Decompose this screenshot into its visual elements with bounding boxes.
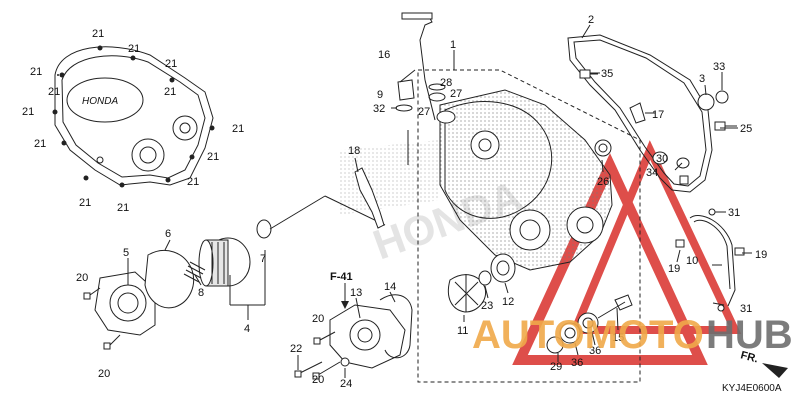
callout-21d: 21 — [30, 66, 42, 78]
callout-31a: 31 — [728, 207, 740, 219]
oil-filter — [198, 237, 251, 287]
spring — [183, 261, 206, 283]
callout-13: 13 — [350, 287, 362, 299]
callout-36b: 36 — [589, 345, 601, 357]
callout-5: 5 — [123, 247, 129, 259]
callout-27b: 27 — [418, 106, 430, 118]
callout-8: 8 — [198, 287, 204, 299]
callout-20b: 20 — [98, 368, 110, 380]
diagram-code: KYJ4E0600A — [722, 383, 782, 394]
callout-21j: 21 — [79, 197, 91, 209]
callout-21h: 21 — [207, 151, 219, 163]
watermark-hub: HUB — [706, 313, 793, 357]
callout-19a: 19 — [755, 249, 767, 261]
callout-20c: 20 — [312, 313, 324, 325]
callout-14: 14 — [384, 281, 396, 293]
callout-21i: 21 — [187, 176, 199, 188]
callout-10: 10 — [686, 255, 698, 267]
callout-11: 11 — [457, 325, 468, 337]
front-direction-label: FR. — [739, 349, 759, 365]
callout-21m: 21 — [48, 86, 60, 98]
callout-20d: 20 — [312, 374, 324, 386]
callout-2: 2 — [588, 14, 594, 26]
front-direction-arrow — [762, 363, 788, 378]
callout-4: 4 — [244, 323, 250, 335]
callout-34: 34 — [646, 167, 658, 179]
water-pump-cover — [329, 304, 406, 369]
callout-12: 12 — [502, 296, 514, 308]
callout-21e: 21 — [22, 106, 34, 118]
reference-label: F-41 — [330, 271, 353, 283]
callout-27a: 27 — [450, 88, 462, 100]
callout-20a: 20 — [76, 272, 88, 284]
callout-17: 17 — [652, 109, 664, 121]
callout-36a: 36 — [571, 357, 583, 369]
callout-32: 32 — [373, 103, 385, 115]
callout-16: 16 — [378, 49, 390, 61]
callout-19b: 19 — [668, 263, 680, 275]
callout-26: 26 — [597, 176, 609, 188]
callout-21b: 21 — [128, 43, 140, 55]
callout-numbers: 1 2 3 4 5 6 7 8 9 10 11 12 13 14 15 16 1… — [22, 14, 767, 390]
callout-3: 3 — [699, 73, 705, 85]
leader-lines — [127, 24, 752, 378]
callout-21g: 21 — [232, 123, 244, 135]
callout-29: 29 — [550, 361, 562, 373]
callout-1: 1 — [450, 39, 456, 51]
callout-21l: 21 — [164, 86, 176, 98]
callout-28: 28 — [440, 77, 452, 89]
callout-18: 18 — [348, 145, 360, 157]
callout-30: 30 — [656, 153, 668, 165]
clutch-cover: HONDA — [52, 45, 215, 188]
callout-6: 6 — [165, 228, 171, 240]
callout-31b: 31 — [740, 303, 752, 315]
callout-24: 24 — [340, 378, 352, 390]
callout-9: 9 — [377, 89, 383, 101]
callout-21f: 21 — [34, 138, 46, 150]
cover-logo-text: HONDA — [82, 96, 118, 107]
callout-21k: 21 — [117, 202, 129, 214]
callout-15: 15 — [612, 332, 624, 344]
callout-21c: 21 — [165, 58, 177, 70]
callout-7: 7 — [260, 253, 266, 265]
callout-25: 25 — [740, 123, 752, 135]
callout-35: 35 — [601, 68, 613, 80]
callout-23: 23 — [481, 300, 493, 312]
watermark-automoto: AUTOMOTO — [472, 313, 704, 357]
callout-22: 22 — [290, 343, 302, 355]
right-crankcase-cover — [439, 89, 613, 271]
callout-21a: 21 — [92, 28, 104, 40]
callout-33: 33 — [713, 61, 725, 73]
